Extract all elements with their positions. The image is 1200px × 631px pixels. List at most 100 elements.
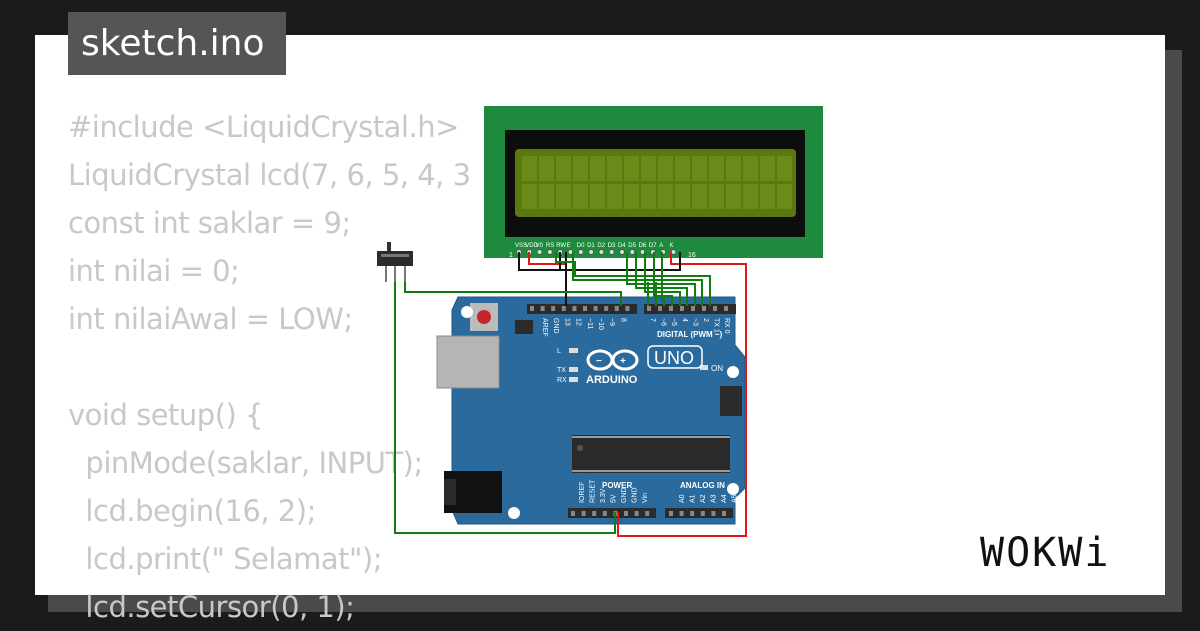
code-line: lcd.print(" Selamat"); (68, 542, 382, 576)
power-header (568, 508, 656, 518)
status-led (569, 367, 578, 372)
lcd-pin-label: A (659, 243, 663, 249)
lcd-pin[interactable] (598, 249, 605, 255)
status-led (569, 348, 578, 353)
brand-label: ARDUINO (586, 374, 638, 386)
lcd-cell (607, 156, 622, 181)
digital-pin-label: ~3 (691, 318, 698, 326)
model-label: UNO (654, 348, 694, 368)
analog-header (665, 508, 733, 518)
lcd-pin-label: VDD (525, 243, 538, 249)
code-line: int nilai = 0; (68, 254, 240, 288)
lcd-character-cells (522, 156, 792, 209)
switch-body (377, 251, 413, 266)
lcd-cell (709, 156, 724, 181)
lcd-cell (522, 184, 537, 209)
icsp-header-small (515, 320, 533, 334)
wires[interactable] (394, 252, 747, 537)
lcd-cell (641, 184, 656, 209)
lcd-pin[interactable] (609, 249, 615, 255)
lcd-pin[interactable] (578, 249, 584, 255)
icsp-header (720, 386, 742, 416)
code-preview: #include <LiquidCrystal.h>LiquidCrystal … (68, 103, 471, 631)
wire-vdd[interactable] (528, 252, 566, 265)
wire-ground-lcd[interactable] (518, 252, 681, 271)
lcd-pin-first: 1 (509, 252, 513, 259)
lcd-cell (573, 156, 588, 181)
wire-vcc[interactable] (617, 252, 747, 537)
svg-text:−: − (596, 356, 602, 367)
digital-pin-label: 12 (575, 318, 582, 326)
analog-pin-label: A1 (690, 494, 697, 503)
lcd-cell (692, 156, 707, 181)
digital-header-right (644, 304, 736, 314)
lcd-pin[interactable] (536, 249, 543, 255)
svg-text:+: + (620, 356, 626, 367)
lcd-cell (624, 184, 639, 209)
lcd-pin-label: D5 (628, 243, 636, 249)
digital-pin-label: AREF (541, 318, 548, 337)
lcd-pin-label: E (567, 243, 571, 249)
lcd-cell (573, 184, 588, 209)
power-pin-label: 5V (611, 494, 618, 503)
wokwi-logo: WOKWi (980, 530, 1110, 576)
lcd-cell (590, 156, 605, 181)
lcd-pin[interactable] (588, 249, 594, 255)
lcd-pin-label: RS (546, 243, 554, 249)
digital-header-label: DIGITAL (PWM ~) (657, 330, 723, 339)
digital-pin-label: 8 (619, 318, 626, 322)
usb-connector (436, 335, 500, 389)
wire-e[interactable] (572, 252, 703, 306)
atmega-chip (572, 435, 730, 473)
lcd-cell (539, 184, 554, 209)
lcd-pin-label: D6 (639, 243, 647, 249)
lcd-cell (760, 184, 775, 209)
lcd-pin[interactable] (547, 249, 553, 255)
digital-pin-label: 4 (681, 318, 688, 322)
lcd-cell (709, 184, 724, 209)
lcd-pin-label: D4 (618, 243, 626, 249)
filename-label: sketch.ino (68, 12, 286, 75)
reset-button[interactable] (477, 310, 491, 324)
lcd-pin-label: RW (556, 243, 566, 249)
power-pin-label: RESET (590, 479, 597, 503)
lcd-cell (556, 156, 571, 181)
digital-pin-label: ~6 (660, 318, 667, 326)
lcd-cell (692, 184, 707, 209)
lcd-cell (607, 184, 622, 209)
arduino-infinity-logo (586, 349, 639, 371)
digital-pin-label: 13 (563, 318, 570, 326)
power-header-label: POWER (602, 481, 632, 490)
uno-badge (647, 345, 703, 369)
analog-pin-label: A3 (711, 494, 718, 503)
code-line: lcd.begin(16, 2); (68, 494, 316, 528)
lcd-pin[interactable] (619, 249, 625, 255)
svg-text:WOKWi: WOKWi (980, 530, 1110, 576)
led-label: RX (557, 377, 567, 384)
lcd-pin-last: 16 (688, 252, 696, 259)
lcd-cell (641, 156, 656, 181)
digital-pin-label: TX 1 (713, 318, 720, 333)
lcd-pin[interactable] (629, 249, 635, 255)
lcd-cell (675, 156, 690, 181)
wire-switch-signal[interactable] (404, 282, 622, 306)
digital-pin-label: RX 0 (723, 318, 730, 334)
power-pin-label: Vin (642, 493, 649, 503)
slide-switch[interactable] (377, 242, 413, 282)
power-pin-label: IOREF (579, 482, 586, 503)
lcd-cell (777, 184, 792, 209)
status-led (569, 377, 578, 382)
wire-rs[interactable] (555, 252, 711, 306)
lcd-cell (556, 184, 571, 209)
power-pin-label: GND (621, 487, 628, 503)
analog-pin-label: A2 (700, 494, 707, 503)
wire-switch-power[interactable] (394, 282, 616, 534)
switch-knob[interactable] (387, 242, 391, 251)
lcd-cell (675, 184, 690, 209)
lcd-cell (777, 156, 792, 181)
lcd-pin-label: K (670, 243, 674, 249)
